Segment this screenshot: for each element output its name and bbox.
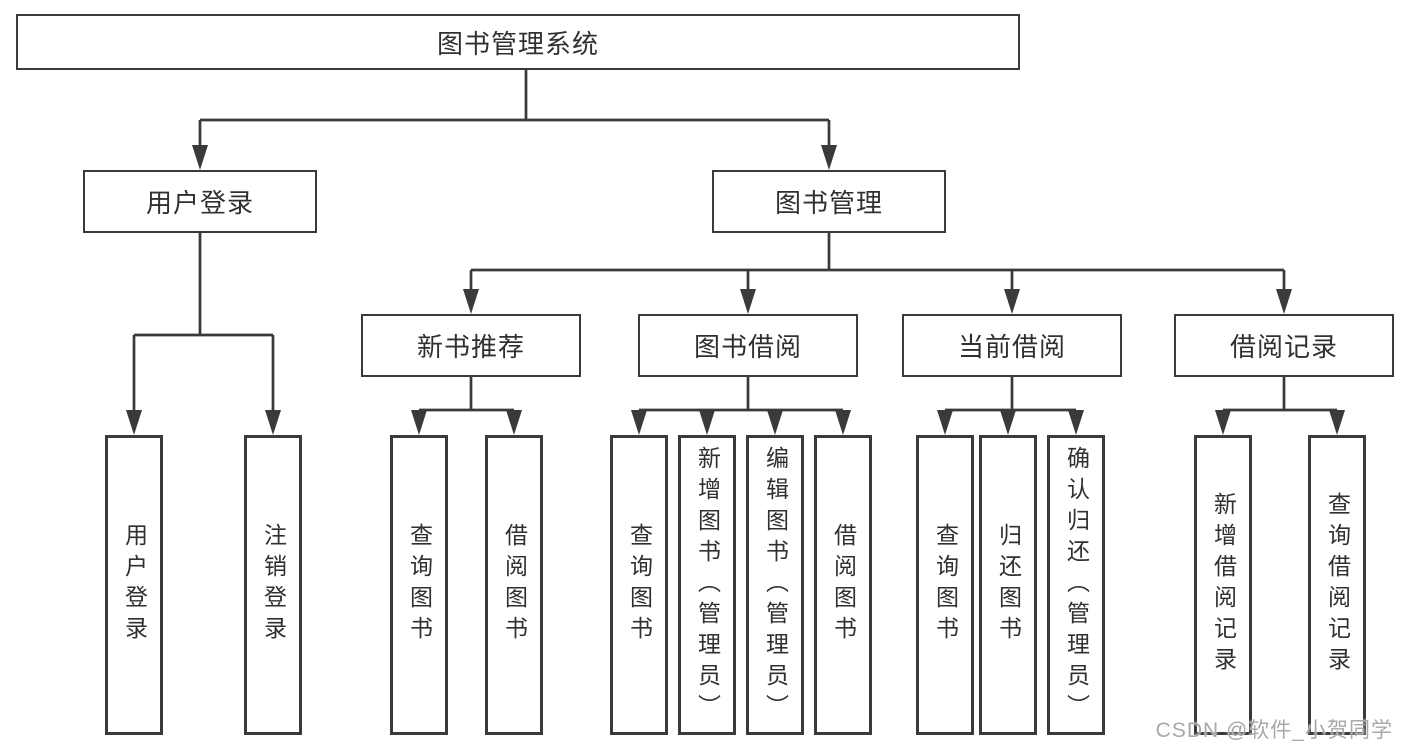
leaf-borrow-query-books: 查询图书 bbox=[610, 435, 668, 735]
arrowheads bbox=[126, 145, 1345, 435]
node-new-book-recommend: 新书推荐 bbox=[361, 314, 581, 377]
node-label: 查询借阅记录 bbox=[1324, 492, 1351, 678]
node-label: 图书管理系统 bbox=[436, 28, 599, 59]
node-label: 注销登录 bbox=[260, 523, 287, 647]
leaf-borrow-add-books-admin: 新增图书（管理员） bbox=[678, 435, 736, 735]
node-label: 借阅记录 bbox=[1229, 332, 1338, 362]
node-label: 借阅图书 bbox=[501, 523, 528, 647]
node-label: 用户登录 bbox=[145, 188, 254, 218]
node-label: 借阅图书 bbox=[830, 523, 857, 647]
leaf-current-return-books: 归还图书 bbox=[979, 435, 1037, 735]
node-library-management-system: 图书管理系统 bbox=[16, 14, 1020, 70]
node-label: 编辑图书（管理员） bbox=[762, 445, 789, 725]
leaf-user-login: 用户登录 bbox=[105, 435, 163, 735]
node-book-management: 图书管理 bbox=[712, 170, 946, 233]
node-label: 用户登录 bbox=[121, 523, 148, 647]
node-label: 查询图书 bbox=[406, 523, 433, 647]
leaf-borrow-edit-books-admin: 编辑图书（管理员） bbox=[746, 435, 804, 735]
leaf-logout: 注销登录 bbox=[244, 435, 302, 735]
node-label: 图书管理 bbox=[774, 188, 883, 218]
leaf-recommend-query-books: 查询图书 bbox=[390, 435, 448, 735]
node-label: 查询图书 bbox=[932, 523, 959, 647]
node-label: 图书借阅 bbox=[693, 332, 802, 362]
node-borrow-record: 借阅记录 bbox=[1174, 314, 1394, 377]
node-label: 新书推荐 bbox=[416, 332, 525, 362]
node-label: 归还图书 bbox=[995, 523, 1022, 647]
leaf-record-query: 查询借阅记录 bbox=[1308, 435, 1366, 735]
connector-new-book-recommend-children bbox=[417, 377, 516, 427]
node-label: 当前借阅 bbox=[957, 332, 1066, 362]
connector-user-login-children bbox=[132, 233, 275, 427]
node-book-borrow: 图书借阅 bbox=[638, 314, 858, 377]
watermark: CSDN @软件_小贺同学 bbox=[1155, 719, 1393, 742]
leaf-current-confirm-return-admin: 确认归还（管理员） bbox=[1047, 435, 1105, 735]
node-current-borrow: 当前借阅 bbox=[902, 314, 1122, 377]
node-label: 新增图书（管理员） bbox=[694, 445, 721, 725]
connector-book-management-children bbox=[469, 233, 1286, 306]
node-label: 确认归还（管理员） bbox=[1063, 445, 1090, 725]
leaf-current-query-books: 查询图书 bbox=[916, 435, 974, 735]
connector-book-borrow-children bbox=[637, 377, 845, 427]
node-user-login: 用户登录 bbox=[83, 170, 317, 233]
leaf-record-add: 新增借阅记录 bbox=[1194, 435, 1252, 735]
leaf-recommend-borrow-books: 借阅图书 bbox=[485, 435, 543, 735]
node-label: 查询图书 bbox=[626, 523, 653, 647]
node-label: 新增借阅记录 bbox=[1210, 492, 1237, 678]
connector-borrow-record-children bbox=[1221, 377, 1339, 427]
leaf-borrow-borrow-books: 借阅图书 bbox=[814, 435, 872, 735]
connector-root-to-level2 bbox=[198, 70, 831, 162]
